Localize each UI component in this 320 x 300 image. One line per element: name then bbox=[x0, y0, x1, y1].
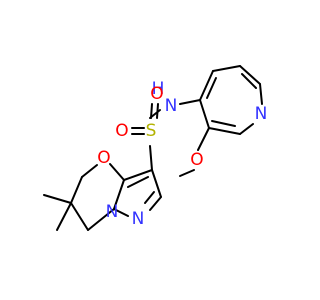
bond bbox=[56, 202, 72, 231]
bond bbox=[197, 127, 210, 151]
bond bbox=[212, 65, 241, 72]
bond bbox=[123, 169, 153, 181]
bond bbox=[81, 164, 98, 178]
atom-o-methoxy: O bbox=[190, 150, 203, 170]
bond bbox=[150, 103, 153, 119]
bond bbox=[70, 202, 89, 231]
atom-n-pyrazole-2: N bbox=[106, 202, 119, 222]
bonds bbox=[43, 65, 263, 231]
bond bbox=[241, 73, 257, 89]
atom-n-pyrazole-1: N bbox=[132, 209, 145, 229]
bond bbox=[179, 99, 201, 105]
bond bbox=[179, 169, 195, 177]
bond bbox=[149, 145, 153, 171]
bond bbox=[149, 196, 162, 211]
atom-n-pyridine: N bbox=[255, 104, 268, 124]
bond bbox=[239, 123, 254, 135]
atom-o-sulfonyl-top: O bbox=[150, 84, 163, 104]
bond bbox=[113, 179, 125, 210]
atom-o-ring: O bbox=[97, 148, 110, 168]
atom-n-amide: N bbox=[165, 96, 178, 116]
bond bbox=[127, 176, 149, 188]
molecule-structure: N H N O S O O O N N bbox=[43, 65, 267, 231]
bond bbox=[87, 208, 115, 231]
bond bbox=[113, 208, 129, 217]
bond bbox=[109, 163, 125, 181]
atom-labels: N H N O S O O O N N bbox=[97, 79, 267, 229]
bond bbox=[151, 169, 162, 198]
bond bbox=[259, 83, 263, 105]
bond bbox=[208, 127, 241, 135]
bond bbox=[206, 77, 217, 99]
bond bbox=[211, 120, 236, 127]
bond bbox=[70, 176, 83, 204]
bond bbox=[199, 70, 214, 101]
bond bbox=[144, 191, 155, 204]
atom-s-sulfonyl: S bbox=[146, 121, 157, 141]
bond bbox=[43, 194, 72, 204]
bond bbox=[156, 103, 159, 119]
bond bbox=[239, 65, 261, 85]
atom-o-sulfonyl-left: O bbox=[115, 121, 128, 141]
atom-h-amide: H bbox=[152, 79, 165, 99]
bond bbox=[199, 99, 210, 129]
